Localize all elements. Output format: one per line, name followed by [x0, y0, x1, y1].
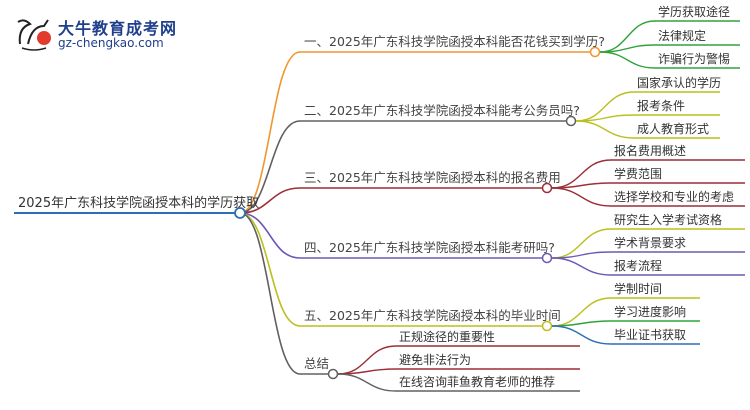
branch-6-leaf-1[interactable]: 正规途径的重要性: [399, 329, 495, 344]
branch-4-leaf-3-connector: [551, 257, 612, 276]
branch-4-leaf-2-connector: [551, 251, 612, 259]
branch-2-leaf-3-connector: [575, 120, 635, 139]
root-node-toggle[interactable]: [234, 207, 246, 219]
branch-2-label[interactable]: 二、2025年广东科技学院函授本科能考公务员吗?: [304, 103, 580, 118]
branch-1-leaf-3-connector: [599, 51, 656, 69]
branch-5-leaf-3-connector: [551, 325, 612, 345]
branch-4-leaf-2[interactable]: 学术背景要求: [614, 235, 686, 250]
branch-3-leaf-1[interactable]: 报名费用概述: [614, 143, 686, 158]
branch-6-connector: [239, 212, 301, 375]
root-node-label[interactable]: 2025年广东科技学院函授本科的学历获取: [18, 195, 259, 211]
logo-url: gz-chengkao.com: [58, 36, 164, 50]
branch-3-toggle[interactable]: [541, 182, 553, 194]
branch-5-toggle[interactable]: [541, 320, 553, 332]
branch-4-connector: [239, 212, 301, 259]
branch-5-leaf-3[interactable]: 毕业证书获取: [614, 328, 686, 342]
branch-1-leaf-1-connector: [599, 20, 656, 53]
branch-3-leaf-2-connector: [551, 182, 612, 189]
branch-1-leaf-3[interactable]: 诈骗行为警惕: [658, 51, 730, 66]
branch-2-leaf-2-connector: [575, 114, 635, 122]
branch-6-label[interactable]: 总结: [304, 356, 329, 371]
branch-1-leaf-1[interactable]: 学历获取途径: [658, 4, 730, 19]
branch-4-toggle[interactable]: [541, 252, 553, 264]
branch-2-connector: [239, 120, 301, 214]
branch-4-label[interactable]: 四、2025年广东科技学院函授本科能考研吗?: [304, 240, 555, 255]
branch-5-leaf-2[interactable]: 学习进度影响: [614, 304, 686, 319]
branch-3-leaf-3[interactable]: 选择学校和专业的考虑: [614, 189, 734, 204]
branch-1-label[interactable]: 一、2025年广东科技学院函授本科能否花钱买到学历?: [304, 34, 605, 49]
branch-5-leaf-1[interactable]: 学制时间: [614, 281, 662, 296]
bull-logo-icon: [17, 19, 51, 51]
branch-3-connector: [239, 187, 301, 214]
branch-2-leaf-2[interactable]: 报考条件: [637, 98, 685, 113]
branch-6-leaf-2[interactable]: 避免非法行为: [399, 352, 471, 367]
branch-6-toggle[interactable]: [327, 368, 339, 380]
branch-4-leaf-1-connector: [551, 228, 612, 259]
branch-3-leaf-2[interactable]: 学费范围: [614, 166, 662, 181]
branch-5-leaf-2-connector: [551, 320, 612, 327]
branch-2-leaf-1-connector: [575, 91, 635, 122]
branch-5-label[interactable]: 五、2025年广东科技学院函授本科的毕业时间: [304, 308, 561, 323]
branch-5-connector: [239, 212, 301, 327]
branch-1-toggle[interactable]: [589, 46, 601, 58]
branch-2-leaf-1[interactable]: 国家承认的学历: [637, 75, 721, 90]
branch-3-leaf-3-connector: [551, 187, 612, 207]
branch-2-leaf-3[interactable]: 成人教育形式: [637, 121, 709, 136]
branch-6-leaf-2-connector: [337, 368, 397, 375]
branch-4-leaf-1[interactable]: 研究生入学考试资格: [614, 212, 722, 227]
site-logo[interactable]: 大牛教育成考网 gz-chengkao.com: [14, 14, 214, 54]
branch-3-label[interactable]: 三、2025年广东科技学院函授本科的报名费用: [304, 170, 561, 185]
branch-6-leaf-3-connector: [337, 373, 397, 392]
branch-1-connector: [239, 51, 301, 214]
branch-1-leaf-2[interactable]: 法律规定: [658, 28, 706, 43]
branch-4-leaf-3[interactable]: 报考流程: [614, 258, 662, 273]
branch-2-toggle[interactable]: [565, 115, 577, 127]
logo-title: 大牛教育成考网: [58, 19, 178, 38]
branch-6-leaf-3[interactable]: 在线咨询菲鱼教育老师的推荐: [399, 374, 555, 389]
